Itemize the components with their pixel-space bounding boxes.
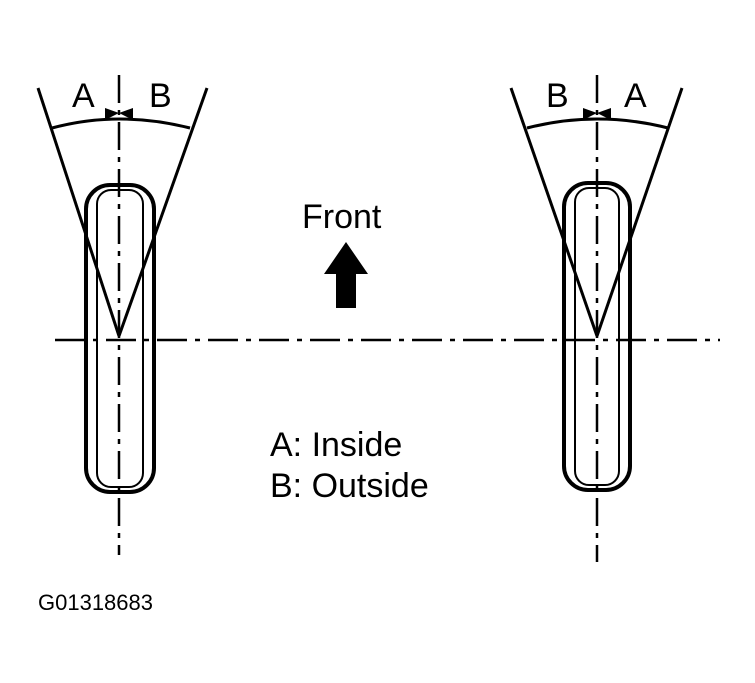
left-arc-arrowhead xyxy=(105,108,119,120)
right-label-a: A xyxy=(624,77,647,115)
left-wheel-group: A B xyxy=(36,75,209,555)
right-angle-arc xyxy=(526,117,669,130)
right-tire xyxy=(562,181,632,492)
left-tire xyxy=(84,183,156,494)
left-angle-arc xyxy=(51,117,191,130)
left-arc-arrowhead xyxy=(119,108,133,120)
right-label-b: B xyxy=(546,77,569,115)
left-label-b: B xyxy=(149,77,172,115)
arrow-up-icon xyxy=(324,242,368,308)
right-wheel-group: B A xyxy=(509,75,684,562)
figure-code: G01318683 xyxy=(38,590,153,615)
left-angle-line-b xyxy=(117,87,209,337)
left-tire-tread xyxy=(96,189,144,488)
right-angle-line-b xyxy=(509,87,599,337)
right-tire-tread xyxy=(574,187,620,486)
left-angle-line-a xyxy=(36,87,121,337)
front-label: Front xyxy=(302,198,382,236)
left-label-a: A xyxy=(72,77,95,115)
right-arc-arrowhead xyxy=(597,108,611,120)
right-angle-line-a xyxy=(595,87,684,337)
right-arc-arrowhead xyxy=(583,108,597,120)
legend-line-inside: A: Inside xyxy=(270,426,402,464)
legend-line-outside: B: Outside xyxy=(270,467,429,505)
